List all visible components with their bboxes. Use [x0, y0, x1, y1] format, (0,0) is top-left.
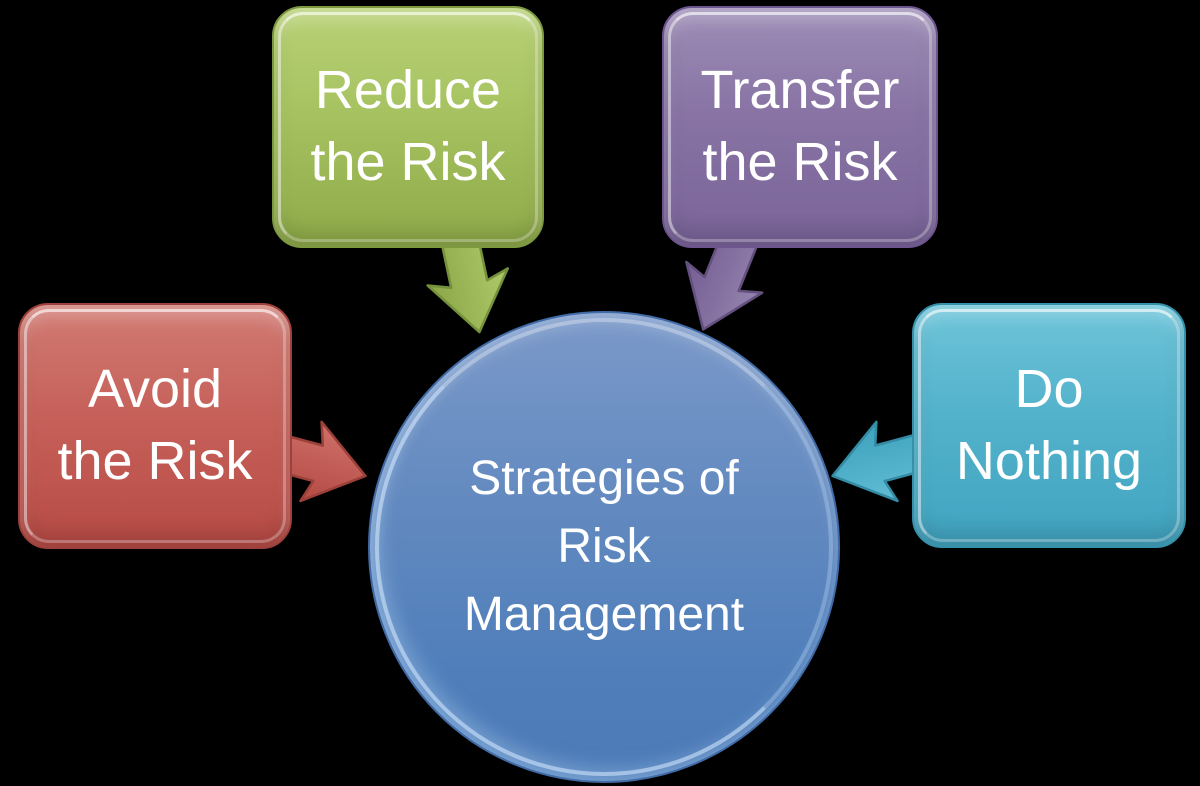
center-circle-label: Strategies of Risk Management — [463, 451, 745, 642]
node-transfer-the-risk: Transfer the Risk — [662, 6, 938, 248]
node-do-nothing: Do Nothing — [912, 303, 1186, 548]
node-transfer-the-risk-label: Transfer the Risk — [700, 60, 900, 192]
node-avoid-the-risk-label: Avoid the Risk — [57, 359, 253, 491]
node-reduce-the-risk-label: Reduce the Risk — [310, 60, 506, 192]
node-do-nothing-label: Do Nothing — [955, 358, 1143, 491]
center-circle: Strategies of Risk Management — [368, 311, 840, 783]
node-reduce-the-risk: Reduce the Risk — [272, 6, 544, 248]
node-avoid-the-risk: Avoid the Risk — [18, 303, 292, 549]
